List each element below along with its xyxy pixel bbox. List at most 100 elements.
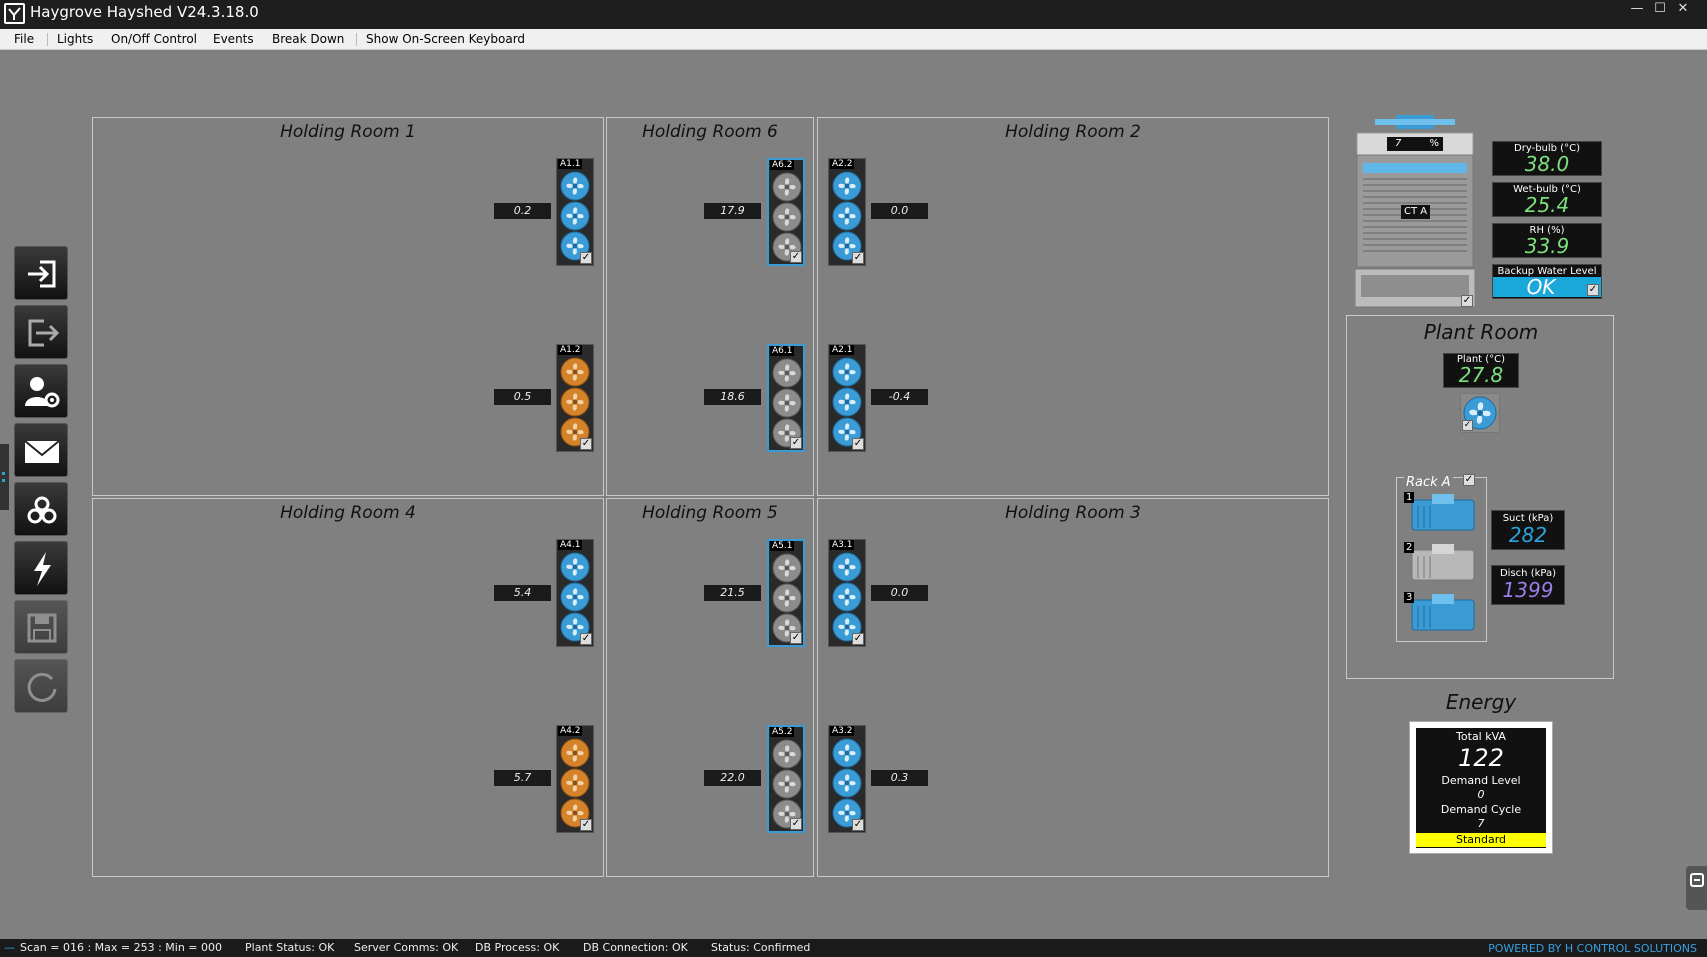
fan-icon bbox=[560, 768, 590, 798]
unit-label: A4.1 bbox=[558, 540, 583, 550]
total-kva-label: Total kVA bbox=[1456, 730, 1506, 743]
backup-water-value: OK bbox=[1493, 277, 1601, 297]
enabled-checkbox[interactable]: ✓ bbox=[580, 438, 592, 450]
fan-icon bbox=[560, 738, 590, 768]
compressor-3[interactable]: 3 bbox=[1404, 592, 1479, 637]
room-title: Holding Room 5 bbox=[642, 503, 778, 523]
login-icon bbox=[28, 260, 56, 288]
plant-room-panel: Plant Room Plant (°C) 27.8 ✓ Rack A ✓ 1 … bbox=[1346, 315, 1614, 679]
collapse-icon bbox=[1690, 873, 1704, 887]
backup-water-label: Backup Water Level bbox=[1497, 266, 1597, 277]
room-title: Holding Room 6 bbox=[642, 122, 778, 142]
enabled-checkbox[interactable]: ✓ bbox=[790, 437, 802, 449]
air-unit-a4-1[interactable]: A4.1 ✓ bbox=[556, 539, 594, 647]
unit-label: A5.1 bbox=[770, 541, 795, 551]
compressor-1[interactable]: 1 bbox=[1404, 492, 1479, 537]
holding-room-1[interactable]: Holding Room 1 0.2 A1.1✓ 0.5 A1.2✓ bbox=[92, 117, 604, 496]
room-temp-value: 22.0 bbox=[704, 770, 761, 786]
fan-icon bbox=[772, 388, 802, 418]
enabled-checkbox[interactable]: ✓ bbox=[580, 819, 592, 831]
rack-label: Rack A bbox=[1404, 475, 1453, 490]
rack-enabled-checkbox[interactable]: ✓ bbox=[1463, 474, 1475, 486]
biohazard-button[interactable] bbox=[14, 482, 68, 536]
air-unit-a1-1[interactable]: A1.1✓ bbox=[556, 158, 594, 266]
cooling-tower-icon bbox=[1354, 115, 1476, 308]
air-unit-a5-1[interactable]: A5.1 ✓ bbox=[767, 539, 805, 647]
demand-level-label: Demand Level bbox=[1441, 774, 1521, 787]
activity-indicator: — bbox=[4, 941, 15, 954]
holding-room-4[interactable]: Holding Room 4 5.4 A4.1✓ 5.7 A4.2✓ bbox=[92, 498, 604, 877]
plant-room-title: Plant Room bbox=[1423, 320, 1539, 344]
holding-room-6[interactable]: Holding Room 6 17.9 A6.2✓ 18.6 A6.1✓ bbox=[606, 117, 814, 496]
air-unit-a3-2[interactable]: A3.2✓ bbox=[828, 725, 866, 833]
minimize-icon[interactable]: — bbox=[1630, 1, 1644, 16]
menu-bar: File Lights On/Off Control Events Break … bbox=[0, 29, 1707, 50]
air-unit-a2-2[interactable]: A2.2✓ bbox=[828, 158, 866, 266]
room-temp-value: 0.3 bbox=[871, 770, 928, 786]
holding-room-5[interactable]: Holding Room 5 21.5 A5.1 ✓ 22.0 A5.2✓ bbox=[606, 498, 814, 877]
close-icon[interactable]: ✕ bbox=[1677, 1, 1689, 16]
air-unit-a5-2[interactable]: A5.2✓ bbox=[767, 725, 805, 833]
air-unit-a3-1[interactable]: A3.1✓ bbox=[828, 539, 866, 647]
enabled-checkbox[interactable]: ✓ bbox=[580, 252, 592, 264]
enabled-checkbox[interactable]: ✓ bbox=[852, 438, 864, 450]
enabled-checkbox[interactable]: ✓ bbox=[790, 818, 802, 830]
biohazard-icon bbox=[27, 496, 57, 524]
energy-mode-badge: Standard bbox=[1416, 833, 1546, 847]
cooling-tower-ct-a[interactable]: 7 % CT A ✓ bbox=[1354, 115, 1476, 309]
backup-water-checkbox[interactable]: ✓ bbox=[1587, 284, 1599, 296]
menu-onoff-control[interactable]: On/Off Control bbox=[111, 32, 197, 46]
menu-events[interactable]: Events bbox=[213, 32, 254, 46]
wetbulb-label: Wet-bulb (°C) bbox=[1513, 184, 1581, 195]
room-temp-value: 21.5 bbox=[704, 585, 761, 601]
save-button[interactable] bbox=[14, 600, 68, 654]
logout-icon bbox=[28, 319, 60, 347]
user-settings-button[interactable] bbox=[14, 364, 68, 418]
air-unit-a2-1[interactable]: A2.1✓ bbox=[828, 344, 866, 452]
login-button[interactable] bbox=[14, 246, 68, 300]
fan-icon bbox=[560, 582, 590, 612]
room-title: Holding Room 1 bbox=[280, 122, 416, 142]
confirmation-status: Status: Confirmed bbox=[711, 941, 811, 954]
discharge-label: Disch (kPa) bbox=[1499, 568, 1556, 579]
plant-fan[interactable]: ✓ bbox=[1460, 393, 1500, 433]
enabled-checkbox[interactable]: ✓ bbox=[852, 633, 864, 645]
backup-water-readout: Backup Water Level OK ✓ bbox=[1492, 264, 1602, 299]
power-button[interactable] bbox=[14, 541, 68, 595]
enabled-checkbox[interactable]: ✓ bbox=[580, 633, 592, 645]
enabled-checkbox[interactable]: ✓ bbox=[852, 252, 864, 264]
suction-label: Suct (kPa) bbox=[1502, 513, 1554, 524]
fan-icon bbox=[832, 582, 862, 612]
compressor-number: 2 bbox=[1404, 542, 1415, 553]
air-unit-a4-2[interactable]: A4.2✓ bbox=[556, 725, 594, 833]
room-temp-value: 0.2 bbox=[494, 203, 551, 219]
fan-enabled-checkbox[interactable]: ✓ bbox=[1462, 420, 1473, 431]
holding-room-2[interactable]: Holding Room 2 A2.2✓ 0.0 A2.1✓ -0.4 bbox=[817, 117, 1329, 496]
drybulb-readout: Dry-bulb (°C) 38.0 bbox=[1492, 141, 1602, 176]
title-bar: Haygrove Hayshed V24.3.18.0 — ☐ ✕ bbox=[0, 0, 1707, 29]
logout-button[interactable] bbox=[14, 305, 68, 359]
fan-icon bbox=[772, 358, 802, 388]
fan-icon bbox=[832, 357, 862, 387]
enabled-checkbox[interactable]: ✓ bbox=[852, 819, 864, 831]
menu-break-down[interactable]: Break Down bbox=[272, 32, 345, 46]
maximize-icon[interactable]: ☐ bbox=[1654, 1, 1666, 16]
rack-a[interactable]: Rack A ✓ 1 2 3 bbox=[1396, 474, 1487, 642]
refresh-button[interactable] bbox=[14, 659, 68, 713]
air-unit-a6-1[interactable]: A6.1✓ bbox=[767, 344, 805, 452]
mail-button[interactable] bbox=[14, 423, 68, 477]
air-unit-a6-2[interactable]: A6.2✓ bbox=[767, 158, 805, 266]
compressor-2[interactable]: 2 bbox=[1404, 542, 1479, 587]
menu-file[interactable]: File bbox=[14, 32, 35, 46]
menu-separator bbox=[47, 33, 48, 46]
menu-on-screen-keyboard[interactable]: Show On-Screen Keyboard bbox=[366, 32, 526, 46]
wetbulb-value: 25.4 bbox=[1524, 193, 1570, 217]
holding-room-3[interactable]: Holding Room 3 A3.1✓ 0.0 A3.2✓ 0.3 bbox=[817, 498, 1329, 877]
right-panel-tab[interactable] bbox=[1686, 866, 1707, 910]
side-panel-tab[interactable] bbox=[0, 444, 9, 510]
tower-enabled-checkbox[interactable]: ✓ bbox=[1461, 295, 1473, 307]
air-unit-a1-2[interactable]: A1.2✓ bbox=[556, 344, 594, 452]
enabled-checkbox[interactable]: ✓ bbox=[790, 632, 802, 644]
enabled-checkbox[interactable]: ✓ bbox=[790, 251, 802, 263]
menu-lights[interactable]: Lights bbox=[57, 32, 94, 46]
